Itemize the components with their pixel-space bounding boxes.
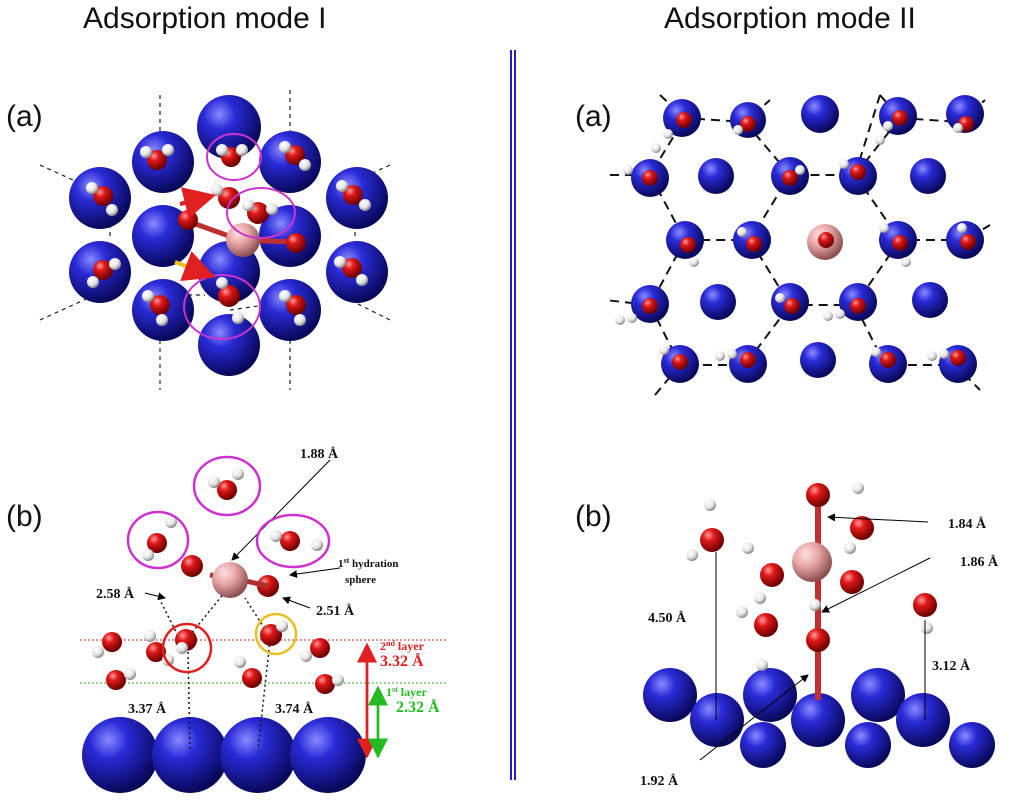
label-1-92: 1.92 Å xyxy=(640,773,679,789)
mode1-title: Adsorption mode I xyxy=(83,2,327,35)
mode2-panel-b: 1.84 Å 1.86 Å 4.50 Å 3.12 Å 1.92 Å xyxy=(640,482,999,789)
mode2-title: Adsorption mode II xyxy=(664,2,916,35)
mode1-panel-a xyxy=(39,90,391,390)
label-4-50: 4.50 Å xyxy=(648,610,687,626)
water-molecules-mode2 xyxy=(615,110,976,370)
label-2-58: 2.58 Å xyxy=(96,586,135,602)
red-arrow xyxy=(179,187,216,219)
mode2-panel-a xyxy=(604,94,991,396)
label-layer2-dist: 3.32 Å xyxy=(380,652,424,670)
label-1-88: 1.88 Å xyxy=(300,446,339,462)
label-layer2: 2nd layer xyxy=(380,639,425,653)
mode1-panel-b: 1.88 Å 1st hydration sphere 2.58 Å 2.51 … xyxy=(80,446,448,793)
label-1-86: 1.86 Å xyxy=(960,554,999,570)
label-1-84: 1.84 Å xyxy=(948,516,987,532)
highlight-circles xyxy=(183,133,296,340)
label-3-74: 3.74 Å xyxy=(275,701,314,717)
label-2-51: 2.51 Å xyxy=(316,603,355,619)
yellow-arrow xyxy=(174,251,216,282)
mode2-panel-b-label: (b) xyxy=(575,500,612,533)
water-molecules xyxy=(86,141,371,326)
label-3-37: 3.37 Å xyxy=(128,701,167,717)
mode1-panel-a-label: (a) xyxy=(6,100,43,133)
cation-atom xyxy=(212,562,248,598)
label-hydration-line2: sphere xyxy=(345,574,376,586)
cation-atom xyxy=(226,223,260,257)
cation-atom xyxy=(792,542,832,582)
label-layer1-dist: 2.32 Å xyxy=(396,698,440,716)
label-hydration-line1: 1st hydration xyxy=(338,556,399,570)
label-layer1: 1st layer xyxy=(386,685,427,699)
mode1-panel-b-label: (b) xyxy=(6,500,43,533)
mode2-panel-a-label: (a) xyxy=(575,100,612,133)
label-3-12: 3.12 Å xyxy=(932,658,971,674)
